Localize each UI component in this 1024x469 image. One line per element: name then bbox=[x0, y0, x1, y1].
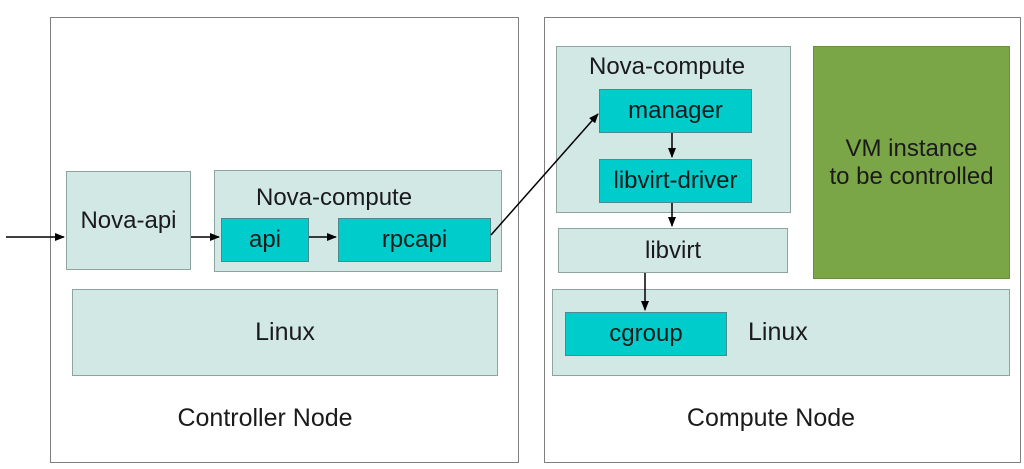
manager-box: manager bbox=[599, 89, 752, 133]
controller-node-title: Controller Node bbox=[177, 404, 353, 432]
libvirt-box: libvirt bbox=[558, 228, 788, 273]
nova-api-box: Nova-api bbox=[66, 171, 191, 270]
controller-linux-label: Linux bbox=[255, 318, 315, 346]
vm-instance-line1: VM instance bbox=[845, 134, 978, 162]
libvirt-label: libvirt bbox=[644, 236, 701, 264]
cgroup-box: cgroup bbox=[565, 312, 727, 356]
controller-linux-box: Linux bbox=[72, 289, 498, 376]
controller-nova-compute-label: Nova-compute bbox=[256, 184, 413, 211]
rpcapi-box: rpcapi bbox=[338, 218, 491, 262]
nova-api-label: Nova-api bbox=[80, 206, 177, 234]
libvirt-driver-box: libvirt-driver bbox=[599, 159, 752, 203]
compute-linux-label: Linux bbox=[748, 318, 808, 346]
compute-node-title: Compute Node bbox=[686, 404, 856, 432]
manager-label: manager bbox=[628, 97, 723, 124]
compute-nova-compute-label: Nova-compute bbox=[589, 53, 746, 80]
libvirt-driver-label: libvirt-driver bbox=[613, 167, 738, 194]
rpcapi-to-manager-arrow bbox=[490, 113, 599, 236]
cgroup-label: cgroup bbox=[609, 320, 683, 347]
api-label: api bbox=[248, 226, 282, 253]
rpcapi-label: rpcapi bbox=[381, 226, 448, 253]
api-box: api bbox=[221, 218, 309, 262]
vm-instance-box: VM instance to be controlled bbox=[813, 46, 1010, 279]
vm-instance-line2: to be controlled bbox=[829, 162, 994, 190]
